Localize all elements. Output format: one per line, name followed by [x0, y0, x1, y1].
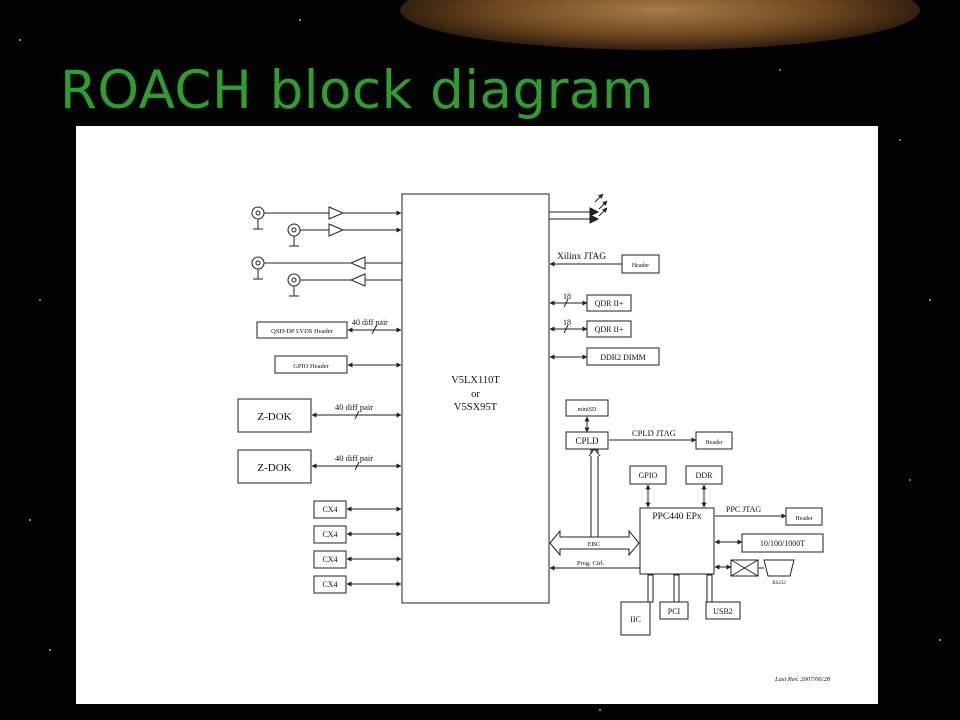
block-diagram: V5LX110T or V5SX95T Xilinx JTAG Header 1…: [237, 193, 831, 683]
usb2-label: USB2: [713, 607, 733, 616]
sma-input-1: [251, 206, 402, 230]
iic-box: [620, 601, 651, 636]
zdok-2-diff-pair-label: 40 diff pair: [335, 453, 373, 463]
cx4-3-box: [313, 550, 347, 569]
last-revision-label: Last Rev. 2007/06/28: [774, 676, 831, 683]
cx4-2-box: [313, 525, 347, 544]
gpio-header-box: [274, 355, 348, 374]
gpio-header-label: GPIO Header: [293, 363, 329, 370]
zdok-1-box: [237, 398, 312, 433]
fpga-label-1: V5LX110T: [451, 375, 500, 386]
cx4-4-box: [313, 575, 347, 594]
ppc-jtag-header-box: [785, 507, 823, 526]
ddr-label: DDR: [696, 471, 714, 480]
sma-output-1: [251, 256, 402, 280]
qdr-1-width: 18: [563, 292, 571, 301]
qdr-1-label: QDR II+: [595, 299, 624, 308]
zdok-2-label: Z-DOK: [257, 462, 291, 474]
cpld-box: [565, 431, 609, 450]
rs232-connector-icon: [763, 559, 795, 577]
cpld-jtag-header-label: Header: [705, 440, 722, 446]
cpld-jtag-header-box: [695, 431, 733, 450]
gpio-label: GPIO: [639, 471, 658, 480]
qdr-1-box: [586, 294, 632, 312]
minisd-box: [565, 399, 609, 417]
iic-label: IIC: [630, 615, 641, 624]
pci-box: [659, 601, 689, 620]
cx4-1-box: [313, 500, 347, 519]
qdr-2-width: 18: [563, 318, 571, 327]
usb2-box: [705, 601, 741, 620]
qsh-diff-pair-label: 40 diff pair: [352, 318, 388, 327]
sma-input-2: [287, 223, 402, 247]
cx4-1-label: CX4: [322, 505, 337, 514]
led-outputs: [549, 193, 608, 224]
zdok-1-diff-pair-label: 40 diff pair: [335, 402, 373, 412]
ppc-block: [639, 507, 715, 575]
qdr-2-label: QDR II+: [595, 325, 624, 334]
cpld-jtag-label: CPLD JTAG: [632, 428, 676, 438]
rs232-label: RS232: [772, 581, 786, 586]
xilinx-jtag-header-box: [621, 254, 660, 274]
ppc-label: PPC440 EPx: [652, 512, 702, 522]
xilinx-jtag-label: Xilinx JTAG: [557, 252, 606, 262]
pci-label: PCI: [668, 607, 681, 616]
fpga-label-2: or: [471, 389, 480, 400]
xilinx-jtag-header-label: Header: [632, 263, 649, 269]
fpga-label-3: V5SX95T: [454, 402, 498, 413]
prog-ctrl-label: Prog. Ctrl.: [577, 560, 605, 567]
fpga-block: [401, 193, 550, 604]
ddr2-dimm-label: DDR2 DIMM: [600, 353, 646, 362]
ebc-bus-arrow: [549, 529, 640, 557]
qsh-header-label: QSH-DP LVDS Header: [271, 328, 333, 335]
cx4-3-label: CX4: [322, 555, 337, 564]
cpld-label: CPLD: [575, 436, 599, 446]
diagram-panel: V5LX110T or V5SX95T Xilinx JTAG Header 1…: [76, 126, 878, 704]
slide-title: ROACH block diagram: [60, 60, 655, 121]
cx4-2-label: CX4: [322, 530, 337, 539]
zdok-2-box: [237, 449, 312, 484]
minisd-label: miniSD: [578, 407, 597, 413]
ethernet-label: 10/100/1000T: [760, 539, 805, 548]
ethernet-box: [741, 533, 824, 553]
cx4-4-label: CX4: [322, 580, 337, 589]
gpio-box: [629, 465, 667, 485]
ppc-jtag-label: PPC JTAG: [726, 505, 761, 514]
qdr-2-box: [586, 320, 632, 338]
cpld-ebc-bus: [590, 449, 599, 541]
ppc-jtag-header-label: Header: [795, 516, 812, 522]
zdok-1-label: Z-DOK: [257, 411, 291, 423]
ebc-label: EBC: [588, 541, 601, 548]
qsh-header-box: [256, 321, 348, 339]
ddr-box: [685, 465, 723, 485]
sma-output-2: [287, 273, 402, 297]
ddr2-dimm-box: [586, 347, 660, 366]
